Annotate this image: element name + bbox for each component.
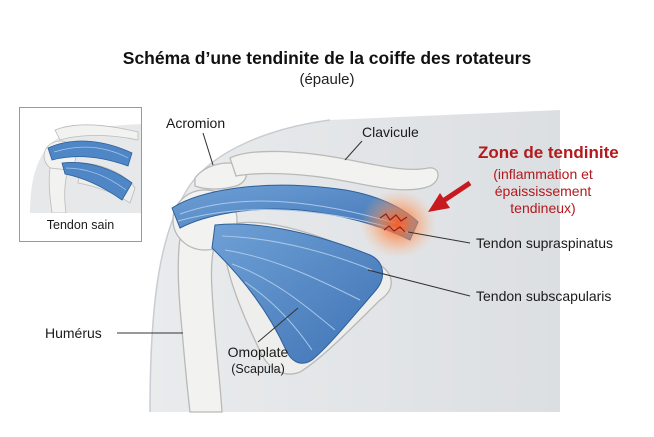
label-subscapularis: Tendon subscapularis [476, 288, 612, 304]
leader-clavicule [344, 140, 363, 161]
zone-title: Zone de tendinite [478, 143, 619, 162]
zone-arrow-shaft [438, 180, 472, 206]
label-omoplate: Omoplate [227, 344, 289, 360]
zone-line-2: épaississement [494, 183, 592, 199]
leader-omoplate [257, 307, 299, 343]
leader-supraspinatus [407, 231, 471, 244]
label-supraspinatus: Tendon supraspinatus [476, 235, 613, 251]
zone-line-1: (inflammation et [493, 166, 593, 182]
zone-line-3: tendineux) [510, 200, 576, 216]
body-outline [149, 119, 331, 413]
inset-healthy-tendon: Tendon sain [19, 107, 142, 242]
leader-acromion [202, 132, 214, 166]
zone-description: (inflammation et épaississement tendineu… [468, 166, 618, 217]
label-acromion: Acromion [166, 115, 226, 131]
inset-label: Tendon sain [46, 218, 115, 232]
tendon-tear-lines [379, 213, 408, 233]
inset-illustration [30, 124, 141, 213]
subscapularis-muscle [211, 223, 383, 364]
humerus-bone [177, 214, 224, 413]
leader-subscapularis [367, 269, 471, 297]
label-clavicule: Clavicule [362, 124, 419, 140]
inflammation-zone [360, 190, 436, 258]
zone-arrow-head [428, 193, 450, 212]
label-humerus: Humérus [45, 325, 102, 341]
diagram-subtitle: (épaule) [299, 71, 355, 88]
clavicle-bone [229, 150, 439, 191]
label-scapula: (Scapula) [231, 362, 285, 376]
diagram-title: Schéma d’une tendinite de la coiffe des … [122, 48, 532, 68]
